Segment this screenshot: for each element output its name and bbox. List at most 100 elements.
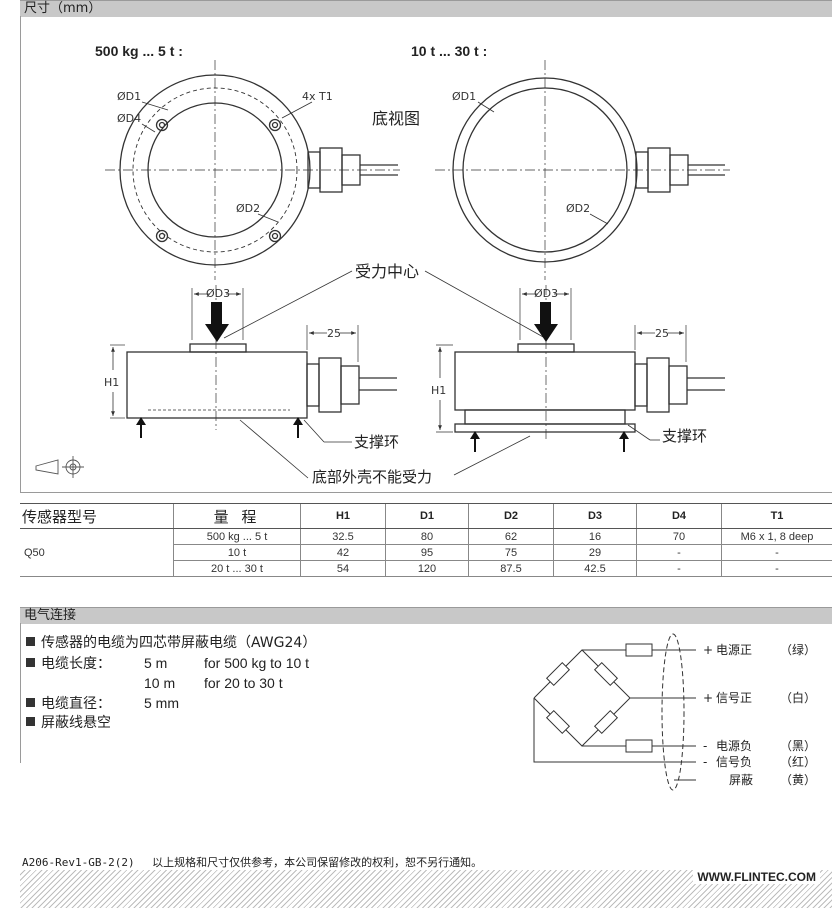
bottom-view-small (105, 60, 400, 280)
label-25-right: 25 (655, 327, 669, 340)
table-header-row: 传感器型号 量 程 H1 D1 D2 D3 D4 T1 (20, 503, 832, 529)
bullet-icon (26, 658, 35, 667)
label-d1-right: ØD1 (452, 90, 476, 103)
th-d1: D1 (385, 503, 469, 529)
support-ring-label-left: 支撑环 (354, 433, 399, 451)
section-bottom-rule (20, 492, 832, 493)
wire-sign: + (703, 643, 713, 657)
housing-note: 底部外壳不能受力 (312, 468, 432, 486)
cable-diameter-label: 电缆直径： (41, 696, 111, 712)
projection-symbol-icon (35, 456, 84, 478)
wire-name: 信号正 (716, 691, 752, 705)
table-cell: 20 t ... 30 t (173, 560, 301, 577)
table-cell: 10 t (173, 544, 301, 561)
bullet-icon (26, 698, 35, 707)
table-cell: 75 (468, 544, 554, 561)
force-arrow-right (534, 302, 558, 342)
label-d3-right: ØD3 (534, 287, 558, 300)
list-item: 10 m for 20 to 30 t (26, 673, 316, 693)
force-arrow-left (205, 302, 229, 342)
support-ring-label-right: 支撑环 (662, 427, 707, 445)
bullet-icon (26, 717, 35, 726)
th-t1: T1 (721, 503, 832, 529)
shield-text: 屏蔽线悬空 (41, 715, 111, 731)
bottom-view-label: 底视图 (372, 109, 420, 128)
table-cell: 95 (385, 544, 469, 561)
list-item: 电缆直径： 5 mm (26, 693, 316, 713)
label-d1: ØD1 (117, 90, 141, 103)
wire-sign: - (703, 739, 707, 753)
support-arrow-right-2 (619, 431, 629, 452)
label-h1-right: H1 (431, 384, 446, 397)
table-cell: 29 (553, 544, 637, 561)
wire-color: （白） (780, 690, 816, 705)
right-variant-title: 10 t ... 30 t : (411, 43, 488, 59)
table-cell: 16 (553, 528, 637, 545)
spec-table: 传感器型号 量 程 H1 D1 D2 D3 D4 T1 Q50 500 kg .… (20, 503, 832, 577)
table-cell: 54 (300, 560, 386, 577)
wire-name: 电源正 (716, 643, 752, 657)
label-h1-left: H1 (104, 376, 119, 389)
cable-length-value-2: 10 m (144, 675, 176, 691)
support-arrow-right-1 (470, 431, 480, 452)
table-cell: M6 x 1, 8 deep (721, 528, 832, 545)
side-view-large (436, 285, 725, 440)
table-cell: 120 (385, 560, 469, 577)
label-d2-left: ØD2 (236, 202, 260, 215)
table-cell: - (636, 544, 722, 561)
table-cell: 80 (385, 528, 469, 545)
label-25-left: 25 (327, 327, 341, 340)
support-arrow-left-1 (136, 417, 146, 438)
table-cell: 42.5 (553, 560, 637, 577)
cable-length-range-2: for 20 to 30 t (204, 675, 283, 691)
th-d2: D2 (468, 503, 554, 529)
table-row: 10 t 42 95 75 29 - - (20, 544, 832, 561)
table-cell: 70 (636, 528, 722, 545)
side-view-small (110, 285, 397, 430)
section-left-rule (20, 16, 21, 492)
electrical-section-header: 电气连接 (20, 607, 832, 624)
wire-color: （红） (780, 754, 816, 769)
th-h1: H1 (300, 503, 386, 529)
wire-sign: + (703, 691, 713, 705)
electrical-section-title: 电气连接 (24, 608, 77, 623)
label-d2-right: ØD2 (566, 202, 590, 215)
th-range: 量 程 (173, 503, 301, 529)
table-row: 20 t ... 30 t 54 120 87.5 42.5 - - (20, 560, 832, 577)
table-cell: - (636, 560, 722, 577)
disclaimer: 以上规格和尺寸仅供参考，本公司保留修改的权利，恕不另行通知。 (152, 856, 483, 869)
dimensions-section-header: 尺寸（mm） (20, 0, 832, 17)
list-item: 传感器的电缆为四芯带屏蔽电缆（AWG24） (26, 633, 316, 653)
table-cell: 32.5 (300, 528, 386, 545)
dimensions-section-title: 尺寸（mm） (24, 1, 102, 16)
support-arrow-left-2 (293, 417, 303, 438)
list-item: 屏蔽线悬空 (26, 713, 316, 733)
cable-length-label: 电缆长度： (41, 656, 111, 672)
table-cell: 500 kg ... 5 t (173, 528, 301, 545)
table-row: Q50 500 kg ... 5 t 32.5 80 62 16 70 M6 x… (20, 528, 832, 577)
table-cell: 62 (468, 528, 554, 545)
dimension-drawing: ØD1 ØD4 4x T1 ØD2 底视图 ØD1 ØD2 受力中心 (35, 60, 730, 486)
wiring-diagram: + 电源正 （绿） + 信号正 （白） - 电源负 （黑） - 信号负 （红） … (533, 633, 816, 791)
th-d4: D4 (636, 503, 722, 529)
left-variant-title: 500 kg ... 5 t : (95, 43, 183, 59)
label-d4: ØD4 (117, 112, 141, 125)
model-cell: Q50 (20, 528, 174, 577)
cable-type-text: 传感器的电缆为四芯带屏蔽电缆（AWG24） (41, 635, 317, 651)
table-cell: 42 (300, 544, 386, 561)
wire-color: （黑） (780, 739, 816, 753)
wire-name: 电源负 (716, 739, 752, 753)
doc-id: A206-Rev1-GB-2(2) (22, 856, 135, 869)
th-d3: D3 (553, 503, 637, 529)
label-t1: 4x T1 (302, 90, 333, 103)
cable-diameter-value: 5 mm (144, 695, 179, 711)
wire-name: 信号负 (716, 755, 752, 769)
th-model: 传感器型号 (20, 503, 174, 529)
table-cell: - (721, 560, 832, 577)
cable-length-range-1: for 500 kg to 10 t (204, 655, 310, 671)
bullet-icon (26, 637, 35, 646)
table-cell: 87.5 (468, 560, 554, 577)
table-cell: - (721, 544, 832, 561)
